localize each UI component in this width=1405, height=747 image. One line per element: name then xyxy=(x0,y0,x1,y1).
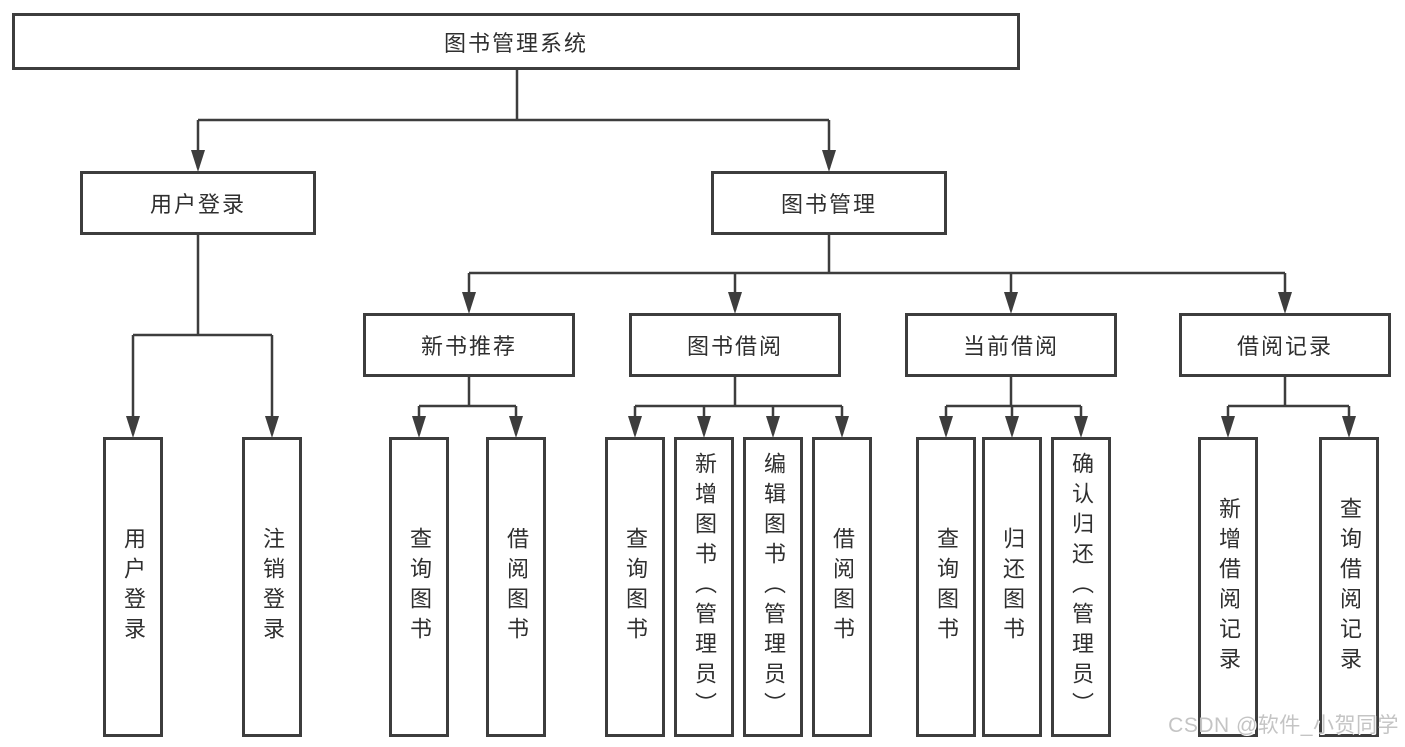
connector-root-to-level2 xyxy=(196,70,831,168)
arrowheads xyxy=(126,150,1356,438)
connector-book-borrowing-to-leaves xyxy=(633,377,844,434)
node-book-borrowing: 图书借阅 xyxy=(629,313,841,377)
node-current-borrowing: 当前借阅 xyxy=(905,313,1117,377)
connector-user-login-to-leaves xyxy=(131,235,274,434)
leaf-user-login: 用户登录 xyxy=(103,437,163,737)
node-borrowing-records: 借阅记录 xyxy=(1179,313,1391,377)
node-label: 图书管理系统 xyxy=(443,30,588,56)
arrowhead xyxy=(628,416,642,438)
arrowhead xyxy=(462,292,476,314)
leaf-bb-add-books-admin: 新增图书（管理员） xyxy=(674,437,734,737)
arrowhead xyxy=(191,150,205,172)
node-label: 注销登录 xyxy=(260,527,285,647)
node-label: 查询图书 xyxy=(407,527,432,647)
arrowhead xyxy=(1005,416,1019,438)
arrowhead xyxy=(265,416,279,438)
node-root: 图书管理系统 xyxy=(12,13,1020,70)
node-label: 查询图书 xyxy=(623,527,648,647)
node-label: 借阅图书 xyxy=(830,527,855,647)
leaf-cb-return-books: 归还图书 xyxy=(982,437,1042,737)
node-label: 查询图书 xyxy=(934,527,959,647)
leaf-bb-borrow-books: 借阅图书 xyxy=(812,437,872,737)
connector-book-management-to-level3 xyxy=(467,235,1287,310)
node-label: 新书推荐 xyxy=(420,334,517,359)
arrowhead xyxy=(939,416,953,438)
leaf-cb-query-books: 查询图书 xyxy=(916,437,976,737)
node-label: 借阅记录 xyxy=(1236,334,1333,359)
arrowhead xyxy=(1342,416,1356,438)
leaf-br-query-record: 查询借阅记录 xyxy=(1319,437,1379,737)
arrowhead xyxy=(1074,416,1088,438)
arrowhead xyxy=(822,150,836,172)
arrowhead xyxy=(697,416,711,438)
arrowhead xyxy=(412,416,426,438)
leaf-bb-edit-books-admin: 编辑图书（管理员） xyxy=(743,437,803,737)
leaf-bb-query-books: 查询图书 xyxy=(605,437,665,737)
node-label: 新增借阅记录 xyxy=(1216,497,1241,677)
arrowhead xyxy=(766,416,780,438)
leaf-cb-confirm-return-admin: 确认归还（管理员） xyxy=(1051,437,1111,737)
node-label: 用户登录 xyxy=(121,527,146,647)
arrowhead xyxy=(126,416,140,438)
leaf-nbr-borrow-books: 借阅图书 xyxy=(486,437,546,737)
arrowhead xyxy=(1004,292,1018,314)
arrowhead xyxy=(1278,292,1292,314)
arrowhead xyxy=(1221,416,1235,438)
connector-borrowing-records-to-leaves xyxy=(1226,377,1351,434)
node-label: 新增图书（管理员） xyxy=(692,452,717,722)
node-label: 借阅图书 xyxy=(504,527,529,647)
leaf-nbr-query-books: 查询图书 xyxy=(389,437,449,737)
arrowhead xyxy=(835,416,849,438)
node-label: 当前借阅 xyxy=(962,334,1059,359)
node-label: 查询借阅记录 xyxy=(1337,497,1362,677)
node-label: 归还图书 xyxy=(1000,527,1025,647)
leaf-logout: 注销登录 xyxy=(242,437,302,737)
watermark-text: CSDN @软件_小贺同学 xyxy=(1168,714,1399,737)
node-label: 用户登录 xyxy=(149,192,246,217)
node-user-login: 用户登录 xyxy=(80,171,316,235)
node-label: 编辑图书（管理员） xyxy=(761,452,786,722)
node-book-management: 图书管理 xyxy=(711,171,947,235)
node-label: 图书借阅 xyxy=(686,334,783,359)
connector-new-book-rec-to-leaves xyxy=(417,377,518,434)
node-label: 图书管理 xyxy=(780,192,877,217)
node-label: 确认归还（管理员） xyxy=(1069,452,1094,722)
arrowhead xyxy=(509,416,523,438)
arrowhead xyxy=(728,292,742,314)
leaf-br-add-record: 新增借阅记录 xyxy=(1198,437,1258,737)
node-new-book-recommendation: 新书推荐 xyxy=(363,313,575,377)
